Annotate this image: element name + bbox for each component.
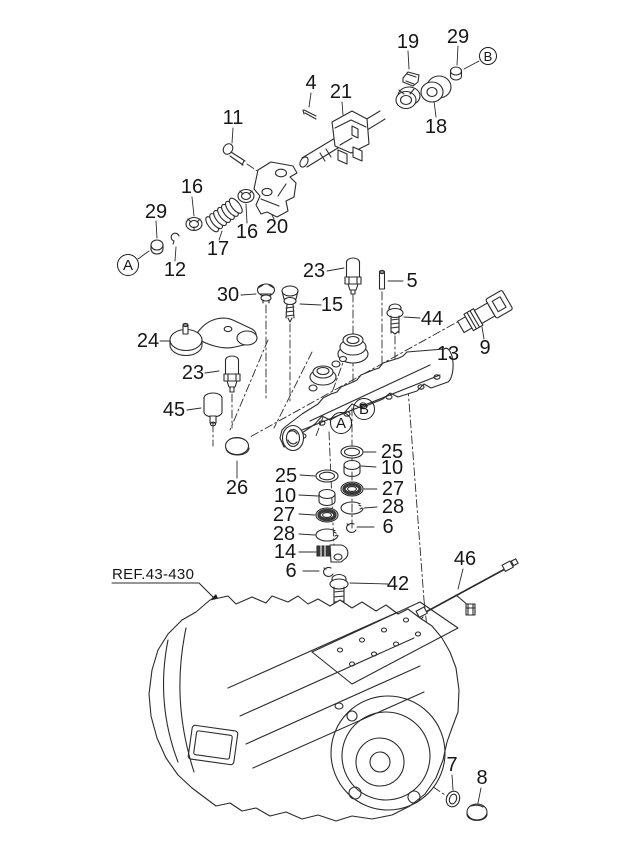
part-13-housing — [279, 333, 454, 452]
part-4-pin — [302, 109, 317, 120]
part-9-pressure-switch — [457, 290, 513, 334]
construction-lines — [212, 163, 469, 798]
part-8-plug — [466, 803, 488, 822]
part-21-collar — [395, 86, 421, 110]
part-number-label-20: 20 — [265, 216, 289, 238]
part-number-label-29: 29 — [446, 26, 470, 48]
part-number-label-29: 29 — [144, 201, 168, 223]
part-number-label-46: 46 — [453, 548, 477, 570]
part-number-label-24: 24 — [136, 330, 160, 352]
part-17-spring — [205, 197, 243, 233]
part-24-select-lever — [169, 317, 258, 357]
part-number-label-11: 11 — [222, 107, 244, 129]
part-23-switch-left — [223, 355, 241, 393]
part-23-switch-top — [344, 257, 362, 295]
part-number-label-21: 21 — [329, 81, 353, 103]
part-number-label-27: 27 — [272, 504, 296, 526]
part-number-label-14: 14 — [273, 541, 297, 563]
part-18-bushing — [420, 75, 452, 103]
part-number-label-45: 45 — [162, 399, 186, 421]
part-number-label-42: 42 — [386, 573, 410, 595]
section-letter-B: B — [479, 47, 497, 65]
part-5-pin — [378, 269, 386, 290]
part-14-interlock — [316, 544, 349, 563]
part-number-label-44: 44 — [420, 308, 444, 330]
part-7-oring — [445, 790, 461, 808]
part-number-label-27: 27 — [381, 478, 405, 500]
part-44-bolt — [386, 303, 404, 335]
part-number-label-26: 26 — [225, 477, 249, 499]
part-number-label-6: 6 — [382, 516, 394, 538]
part-number-label-18: 18 — [424, 116, 448, 138]
part-number-label-10: 10 — [380, 457, 404, 479]
section-letter-A: A — [330, 412, 352, 434]
part-number-label-17: 17 — [206, 238, 230, 260]
part-15-air-bleed — [281, 285, 299, 323]
ring-stack-left — [315, 469, 349, 577]
part-number-label-28: 28 — [272, 523, 296, 545]
part-16-seat-right — [237, 188, 255, 204]
part-number-label-19: 19 — [396, 31, 420, 53]
part-number-label-8: 8 — [476, 767, 488, 789]
part-number-label-23: 23 — [181, 362, 205, 384]
part-42-bolt — [329, 573, 349, 611]
part-number-label-30: 30 — [216, 284, 240, 306]
part-number-label-10: 10 — [273, 485, 297, 507]
part-number-label-12: 12 — [163, 259, 187, 281]
part-number-label-25: 25 — [380, 441, 404, 463]
ref-label: REF.43-430 — [112, 566, 195, 583]
part-20-bracket — [253, 161, 298, 218]
part-11-bolt — [222, 143, 246, 166]
section-letter-B: B — [353, 398, 375, 420]
part-16-seat-left — [185, 216, 203, 232]
part-number-label-15: 15 — [320, 294, 344, 316]
part-12-clip — [170, 232, 180, 245]
part-number-label-4: 4 — [305, 72, 317, 94]
part-26-cap — [224, 436, 250, 456]
part-number-label-25: 25 — [274, 465, 298, 487]
part-number-label-28: 28 — [381, 496, 405, 518]
part-30-plug — [256, 283, 276, 304]
transmission-case — [148, 595, 460, 822]
part-number-label-6: 6 — [285, 560, 297, 582]
part-number-label-16: 16 — [180, 176, 204, 198]
part-number-label-9: 9 — [479, 337, 491, 359]
part-29-ring-top — [449, 66, 463, 81]
part-19-stopper — [402, 71, 420, 87]
part-29-ring-left — [150, 239, 164, 255]
part-21-control-shaft — [299, 110, 386, 168]
section-letter-A: A — [117, 254, 139, 276]
part-number-label-16: 16 — [235, 221, 259, 243]
leader-lines — [137, 45, 485, 804]
part-45-switch — [203, 392, 223, 427]
ring-stack-right — [340, 445, 364, 533]
part-number-label-23: 23 — [302, 260, 326, 282]
part-number-label-13: 13 — [436, 343, 460, 365]
part-number-label-5: 5 — [406, 270, 418, 292]
part-number-label-7: 7 — [446, 754, 458, 776]
